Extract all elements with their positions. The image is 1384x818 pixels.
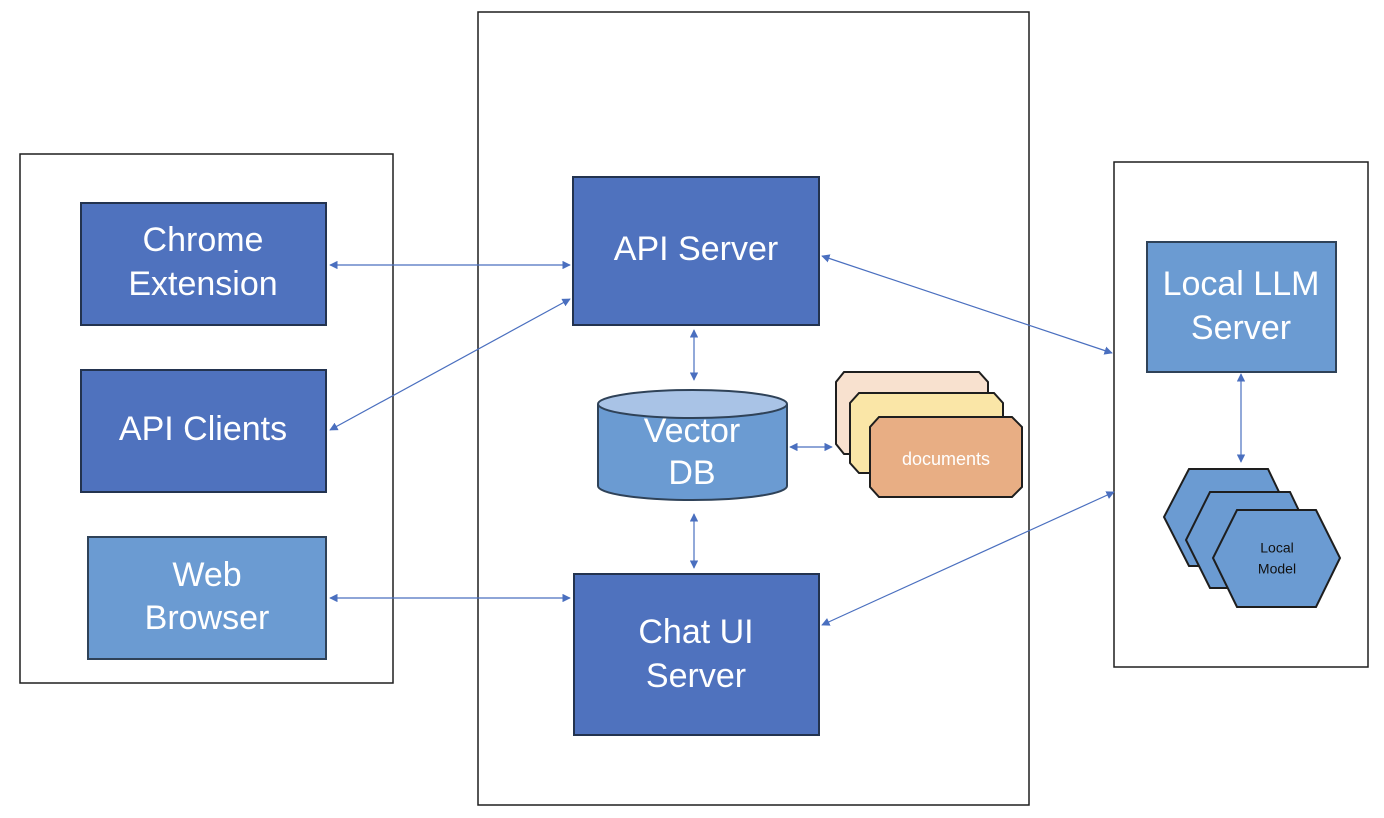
vector-db-label-line1: Vector (644, 412, 740, 450)
local-llm-server-label-line1: Local LLM (1163, 265, 1320, 303)
api-server-label: API Server (614, 230, 778, 268)
local-model-stack: Local Model (1162, 468, 1342, 608)
web-browser-label-line1: Web (172, 556, 241, 594)
local-llm-server-node: Local LLM Server (1146, 241, 1337, 373)
chat-ui-server-label-line1: Chat UI (638, 613, 753, 651)
api-clients-label: API Clients (119, 410, 287, 448)
web-browser-label-line2: Browser (145, 599, 270, 637)
local-model-label-line2: Model (1258, 561, 1296, 577)
chat-ui-server-label-line2: Server (646, 657, 746, 695)
connector-api-clients-api-server (329, 298, 571, 431)
chat-ui-server-node: Chat UI Server (573, 573, 820, 736)
chrome-extension-label-line2: Extension (128, 265, 277, 303)
chrome-extension-node: Chrome Extension (80, 202, 327, 326)
vector-db-node: Vector DB (597, 389, 788, 501)
api-server-node: API Server (572, 176, 820, 326)
local-model-label-line1: Local (1260, 540, 1293, 556)
documents-label: documents (902, 449, 990, 469)
web-browser-node: Web Browser (87, 536, 327, 660)
connector-api-server-llm (821, 254, 1113, 355)
chrome-extension-label-line1: Chrome (143, 221, 264, 259)
local-model-hexagon-front (1211, 509, 1342, 608)
local-llm-server-label-line2: Server (1191, 309, 1291, 347)
documents-stack: documents (835, 371, 1023, 498)
vector-db-label-line2: DB (668, 454, 715, 492)
connector-chat-ui-llm (821, 491, 1115, 626)
api-clients-node: API Clients (80, 369, 327, 493)
